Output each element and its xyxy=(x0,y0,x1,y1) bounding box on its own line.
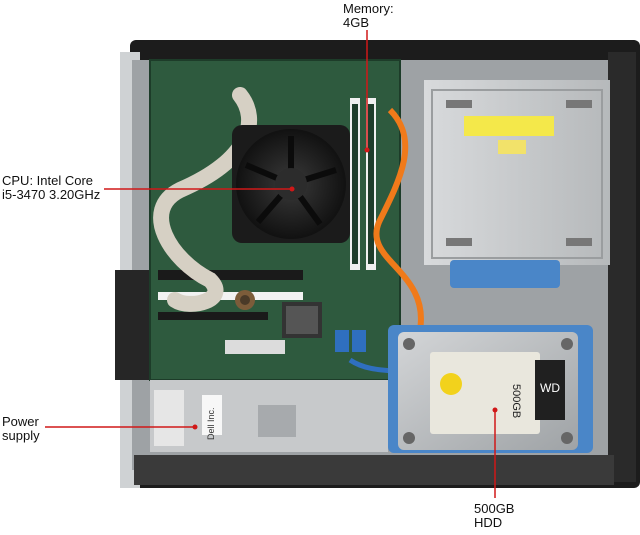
psu-brand-text: Dell Inc. xyxy=(206,407,216,440)
power-supply: Dell Inc. xyxy=(150,380,388,452)
memory-modules xyxy=(350,98,376,270)
hdd-capacity-text: 500GB xyxy=(510,384,522,418)
hdd-callout-label: 500GB HDD xyxy=(474,501,515,530)
cpu-cooler xyxy=(232,125,350,243)
cpu-callout-label: CPU: Intel Core i5-3470 3.20GHz xyxy=(2,173,101,202)
hard-drive: WD 500GB xyxy=(388,325,593,453)
power-supply-callout-label: Power supply xyxy=(2,414,40,443)
drive-cage xyxy=(424,80,610,288)
hdd-brand-text: WD xyxy=(540,381,560,395)
callout-lines xyxy=(45,30,498,498)
power-cables xyxy=(373,107,424,331)
memory-callout-label: Memory: 4GB xyxy=(343,1,394,30)
